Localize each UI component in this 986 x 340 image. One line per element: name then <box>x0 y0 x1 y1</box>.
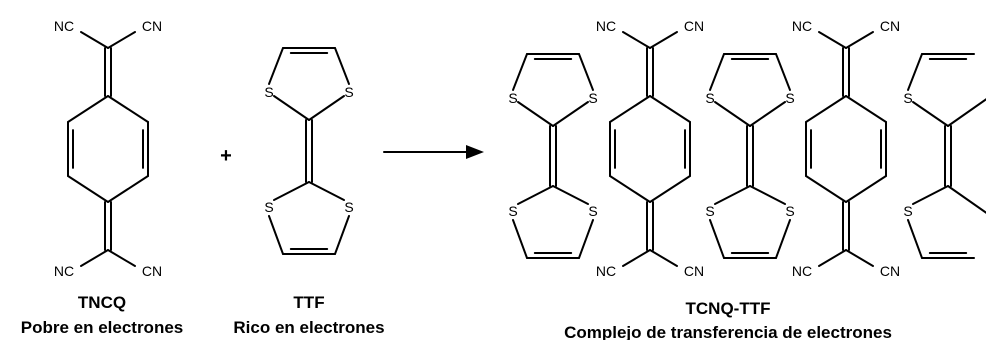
tcnq-reactant-nc-bond-bottom-left <box>80 249 109 267</box>
tcnq-reactant-ring-bond <box>67 95 109 123</box>
tcnq-stack-2-nc-label-top: NC <box>792 18 812 34</box>
tcnq-stack-2-cn-label-top: CN <box>880 18 900 34</box>
tcnq-stack-1-ring-bond <box>649 175 691 203</box>
tcnq-reactant-cn-label-top: CN <box>142 18 162 34</box>
ttf-stack-1-c-s-bond <box>517 101 554 127</box>
bond-layer <box>67 31 986 267</box>
plus-sign: + <box>220 145 232 167</box>
tcnq-reactant-cn-bond-bottom-right <box>107 249 136 267</box>
ttf-description-caption: Rico en electrones <box>233 318 384 337</box>
ttf-stack-partial-c-s-bond <box>947 98 986 127</box>
ttf-stack-2-sulfur-label: S <box>785 90 794 106</box>
ttf-stack-partial-sulfur-label: S <box>903 203 912 219</box>
ttf-stack-partial-c-s-bond <box>912 185 949 205</box>
ttf-stack-1-sulfur-label: S <box>508 90 517 106</box>
ttf-stack-1-s-c-bond <box>512 219 528 259</box>
ttf-reactant-sulfur-label: S <box>344 199 353 215</box>
ttf-stack-partial-c-s-bond <box>912 101 949 127</box>
tncq-description-caption: Pobre en electrones <box>21 318 184 337</box>
tcnq-stack-1-ring-bond <box>649 95 691 123</box>
ttf-stack-partial-sulfur-label: S <box>903 90 912 106</box>
complex-name-caption: TCNQ-TTF <box>686 299 771 318</box>
tcnq-stack-2-ring-bond <box>845 175 887 203</box>
ttf-stack-2-c-s-bond <box>714 101 751 127</box>
ttf-stack-1-sulfur-label: S <box>588 203 597 219</box>
ttf-stack-partial-s-c-bond <box>907 53 923 91</box>
tcnq-stack-2-nc-label-bottom: NC <box>792 263 812 279</box>
tcnq-stack-2-ring-bond <box>805 175 847 203</box>
ttf-name-caption: TTF <box>293 293 324 312</box>
ttf-reactant-c-s-bond <box>308 95 345 121</box>
tcnq-reactant-ring-bond <box>107 95 149 123</box>
tcnq-stack-1-cn-bond-top-right <box>649 31 678 49</box>
tcnq-stack-2-ring-bond <box>845 95 887 123</box>
tcnq-stack-2-cn-label-bottom: CN <box>880 263 900 279</box>
ttf-stack-1-s-c-bond <box>578 53 594 91</box>
ttf-stack-2-sulfur-label: S <box>705 90 714 106</box>
tcnq-stack-2-nc-bond-top-left <box>818 31 847 49</box>
ttf-stack-1-c-s-bond <box>552 185 589 205</box>
ttf-reactant-c-s-bond <box>273 181 310 201</box>
tcnq-stack-2-cn-bond-bottom-right <box>845 249 874 267</box>
tcnq-stack-2-cn-bond-top-right <box>845 31 874 49</box>
ttf-stack-1-c-s-bond <box>552 101 589 127</box>
tcnq-reactant-ring-bond <box>67 175 109 203</box>
ttf-stack-2-sulfur-label: S <box>785 203 794 219</box>
ttf-stack-2-c-s-bond <box>749 101 786 127</box>
tcnq-reactant-nc-label-top: NC <box>54 18 74 34</box>
ttf-reactant-s-c-bond <box>268 215 284 255</box>
tcnq-reactant-cn-bond-top-right <box>107 31 136 49</box>
tcnq-stack-1-cn-label-top: CN <box>684 18 704 34</box>
tncq-name-caption: TNCQ <box>78 293 126 312</box>
ttf-reactant-s-c-bond <box>334 215 350 255</box>
ttf-stack-2-s-c-bond <box>709 53 725 91</box>
complex-description-caption: Complejo de transferencia de electrones <box>564 323 892 340</box>
tcnq-stack-1-nc-bond-top-left <box>622 31 651 49</box>
tcnq-stack-2-nc-bond-bottom-left <box>818 249 847 267</box>
tcnq-reactant-nc-label-bottom: NC <box>54 263 74 279</box>
ttf-stack-1-c-s-bond <box>517 185 554 205</box>
ttf-stack-partial-s-c-bond <box>907 219 923 259</box>
ttf-stack-1-s-c-bond <box>578 219 594 259</box>
ttf-reactant-sulfur-label: S <box>264 199 273 215</box>
ttf-reactant-c-s-bond <box>308 181 345 201</box>
tcnq-reactant-nc-bond-top-left <box>80 31 109 49</box>
tcnq-stack-2-ring-bond <box>805 95 847 123</box>
tcnq-stack-1-ring-bond <box>609 95 651 123</box>
tcnq-stack-1-nc-label-top: NC <box>596 18 616 34</box>
atom-label-layer: NC CN NC CN S S S S S S S S NC CN NC CN S S S S NC CN NC CN S S <box>54 18 913 279</box>
ttf-reactant-s-c-bond <box>334 47 350 85</box>
ttf-stack-2-s-c-bond <box>709 219 725 259</box>
ttf-stack-partial-c-s-bond <box>947 185 986 214</box>
ttf-stack-2-c-s-bond <box>749 185 786 205</box>
ttf-stack-1-sulfur-label: S <box>508 203 517 219</box>
ttf-stack-1-s-c-bond <box>512 53 528 91</box>
tcnq-stack-1-cn-label-bottom: CN <box>684 263 704 279</box>
tcnq-stack-1-nc-bond-bottom-left <box>622 249 651 267</box>
ttf-stack-1-sulfur-label: S <box>588 90 597 106</box>
ttf-stack-2-sulfur-label: S <box>705 203 714 219</box>
ttf-stack-2-s-c-bond <box>775 53 791 91</box>
ttf-reactant-s-c-bond <box>268 47 284 85</box>
tcnq-stack-1-ring-bond <box>609 175 651 203</box>
tcnq-reactant-cn-label-bottom: CN <box>142 263 162 279</box>
ttf-reactant-c-s-bond <box>273 95 310 121</box>
ttf-reactant-sulfur-label: S <box>264 84 273 100</box>
tcnq-stack-1-nc-label-bottom: NC <box>596 263 616 279</box>
ttf-stack-2-s-c-bond <box>775 219 791 259</box>
tcnq-reactant-ring-bond <box>107 175 149 203</box>
reaction-arrow <box>383 145 484 159</box>
ttf-reactant-sulfur-label: S <box>344 84 353 100</box>
tcnq-stack-1-cn-bond-bottom-right <box>649 249 678 267</box>
ttf-stack-2-c-s-bond <box>714 185 751 205</box>
